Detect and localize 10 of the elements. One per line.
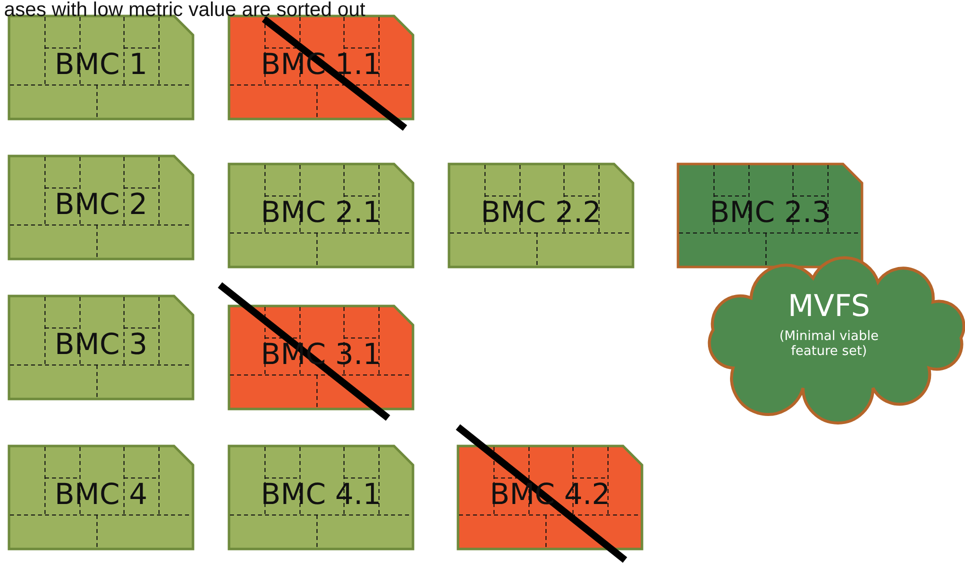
canvas-label: BMC 2.1 <box>260 195 382 229</box>
canvas-label: BMC 4.1 <box>260 477 382 511</box>
canvas-label: BMC 2 <box>54 187 148 221</box>
canvas-label: BMC 2.3 <box>708 195 832 229</box>
cloud-subtitle: (Minimal viable feature set) <box>778 330 880 360</box>
canvas-label: BMC 1 <box>54 47 148 81</box>
cloud-title: MVFS <box>786 290 872 324</box>
canvas-label: BMC 2.2 <box>480 195 602 229</box>
canvas-label: BMC 3 <box>54 327 148 361</box>
canvas-label: BMC 4 <box>54 477 148 511</box>
